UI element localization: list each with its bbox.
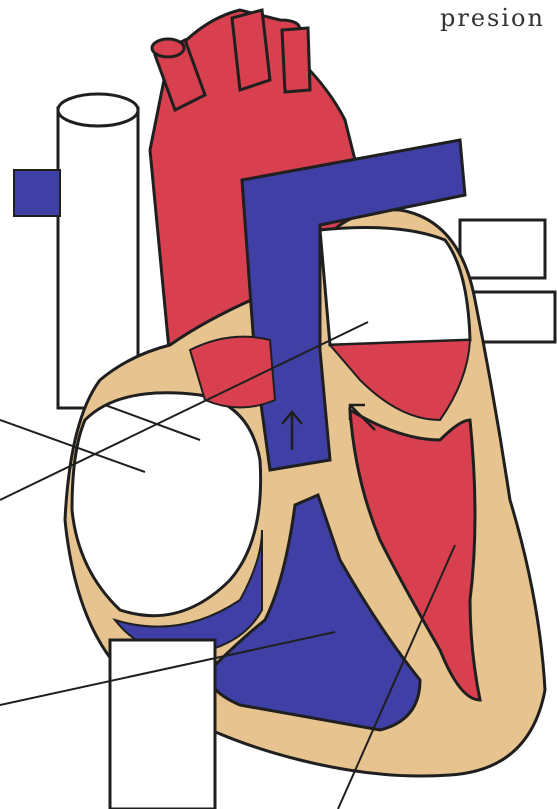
inferior-vena-cava — [110, 640, 215, 809]
right-pulmonary-artery-branch — [14, 170, 60, 216]
corner-note: presion — [440, 4, 545, 32]
